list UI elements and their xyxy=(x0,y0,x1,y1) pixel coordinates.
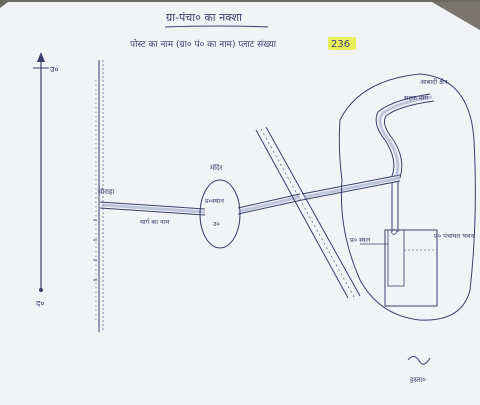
plot-structures xyxy=(360,229,438,307)
left-vertical-road xyxy=(95,60,104,332)
main-road-left xyxy=(99,201,206,216)
road-left-label: मार्ग का नाम xyxy=(140,218,169,226)
plot-number-highlight xyxy=(328,37,356,50)
paper-corner-shadow xyxy=(432,2,480,30)
title-underline xyxy=(164,25,269,28)
title-group: ग्रा-पंचा० का नक्शा पोस्ट का नाम (ग्रा० … xyxy=(130,11,356,50)
plot-right-label: प्र० पंचायत भवन xyxy=(434,232,474,240)
plot-number: 236 xyxy=(331,39,350,50)
large-region xyxy=(338,73,476,321)
signature-label: हस्ता० xyxy=(410,376,426,384)
north-arrow: उ० द० xyxy=(33,52,59,308)
signature-area: हस्ता० xyxy=(407,356,431,384)
main-road-middle xyxy=(237,193,303,215)
south-label: द० xyxy=(36,299,44,308)
road-tick-marks xyxy=(93,219,97,281)
map-title: ग्रा-पंचा० का नक्शा xyxy=(166,11,242,24)
circle-top-label: मंदिर xyxy=(210,163,223,172)
branch-road xyxy=(391,182,399,232)
curved-road xyxy=(375,93,435,179)
circle-bottom-label: उ० xyxy=(213,220,220,228)
north-label: उ० xyxy=(50,65,59,74)
circle-mid-label: प्र०स्थान xyxy=(205,197,224,205)
road-top-right-label: सड़क मार्ग xyxy=(404,94,429,102)
plot-left-label: प्र० स्थल xyxy=(350,236,371,244)
main-road-right xyxy=(301,174,401,201)
junction-left-label: चौराहा xyxy=(98,187,115,196)
diagonal-road xyxy=(255,126,361,299)
map-subtitle: पोस्ट का नाम (ग्रा० पं० का नाम) प्लाट सं… xyxy=(130,38,277,50)
region-top-label: आबादी क्षेत्र xyxy=(420,78,448,86)
